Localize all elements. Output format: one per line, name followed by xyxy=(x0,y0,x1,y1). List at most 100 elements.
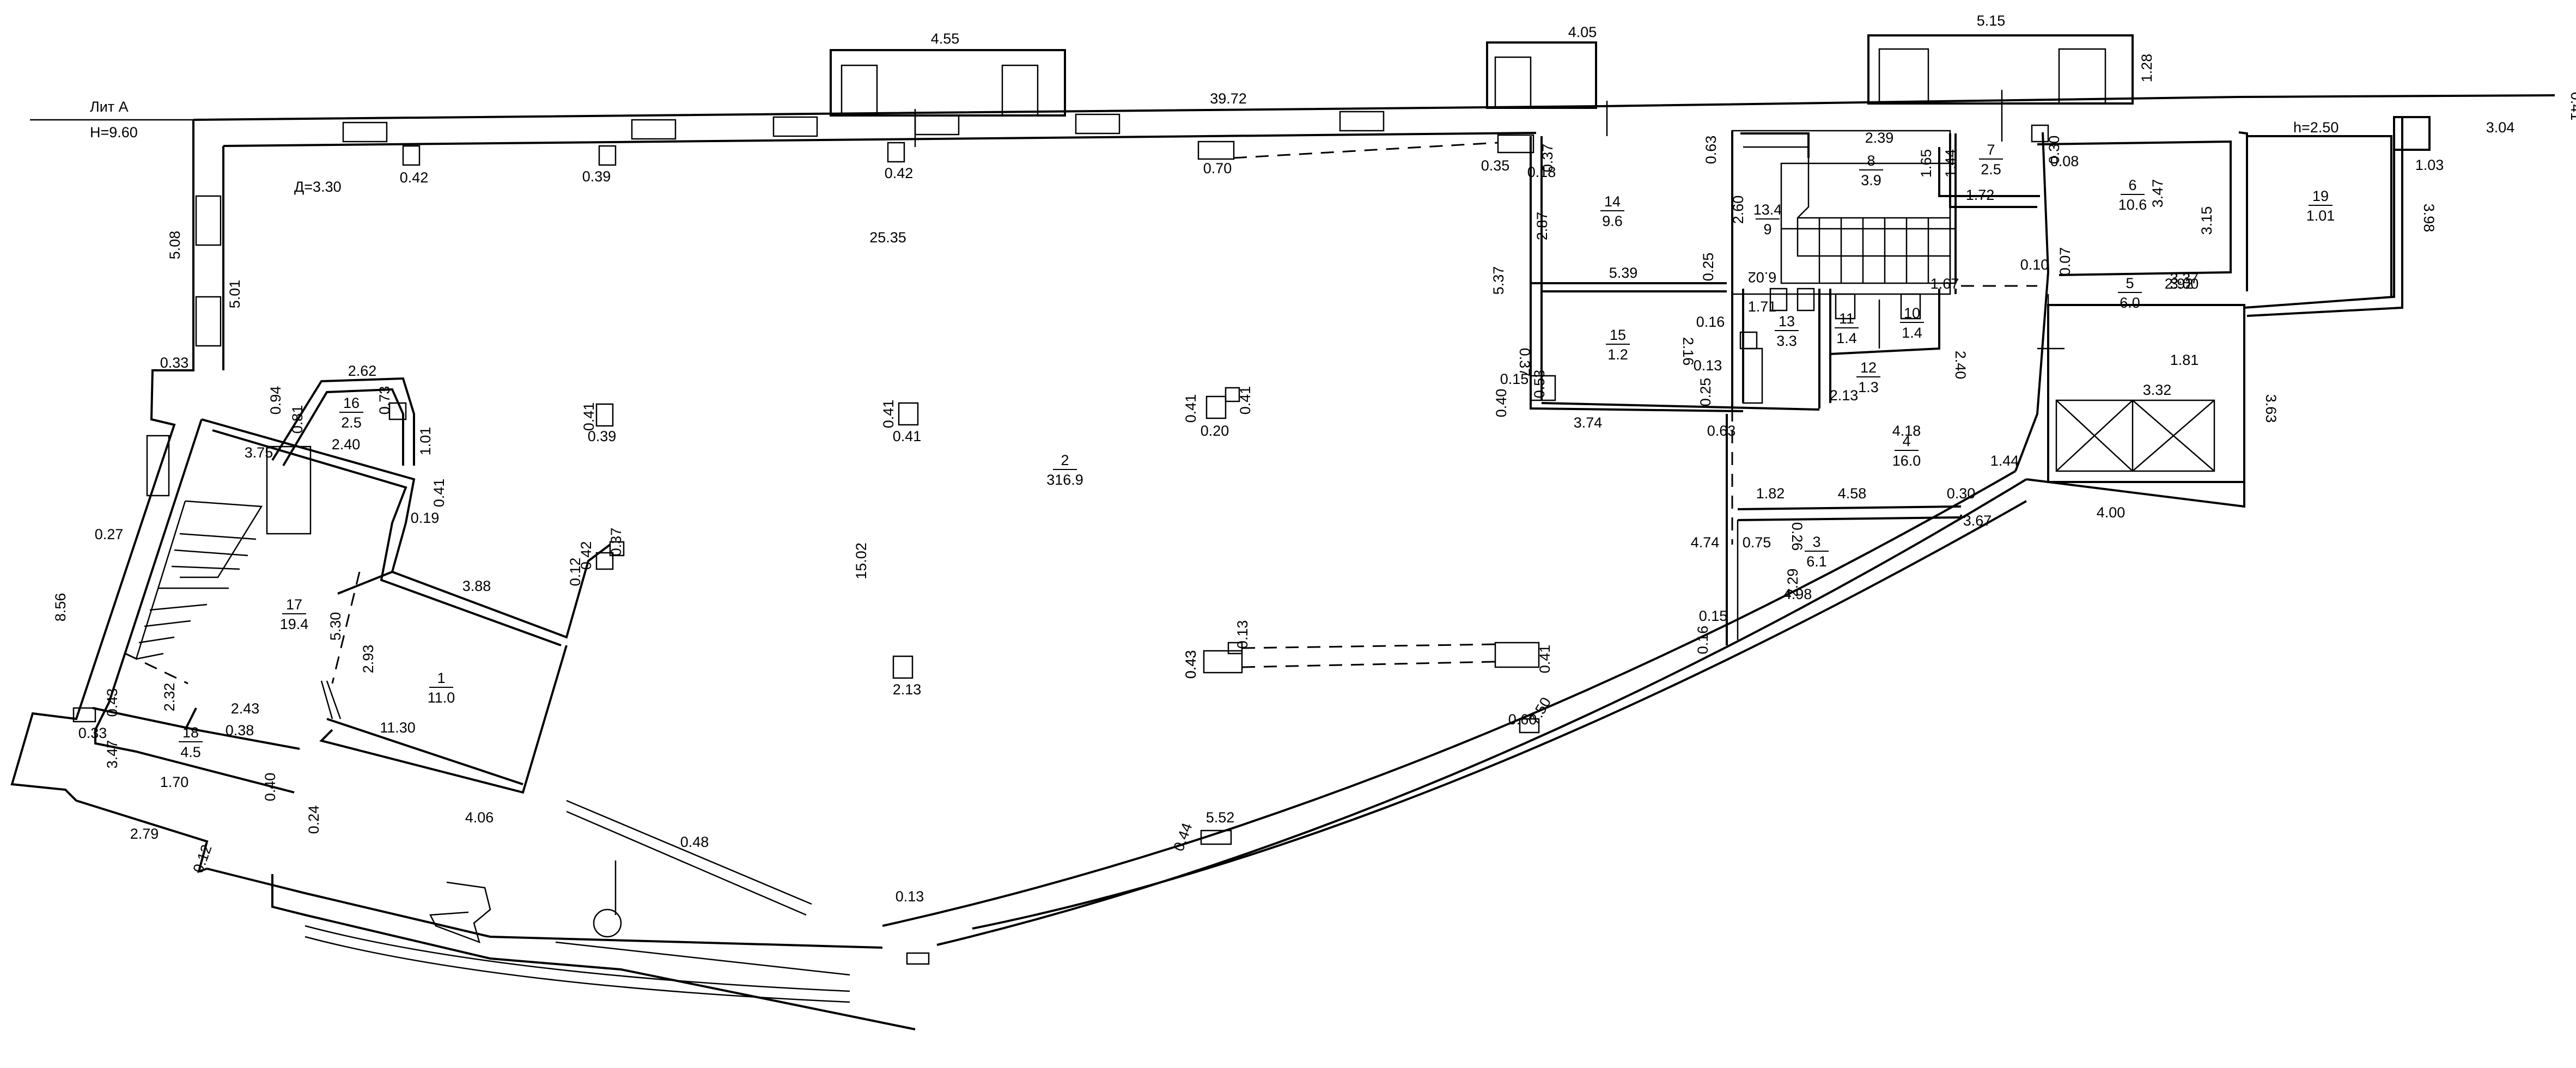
dimension-label: 0.10 xyxy=(2020,257,2049,273)
dimension-label: 0.19 xyxy=(411,510,440,526)
dimension-label: 1.81 xyxy=(2170,352,2199,368)
dimension-label: 4.00 xyxy=(2097,504,2126,521)
dimension-label: 0.26 xyxy=(1789,522,1805,551)
room-16: 162.5 xyxy=(339,395,363,431)
dimension-label: 2.29 xyxy=(1785,569,1801,597)
room-number: 4 xyxy=(1902,433,1910,449)
dimension-label: 0.13 xyxy=(1694,357,1722,374)
dimension-label: 0.94 xyxy=(267,386,284,415)
dimension-label: 0.08 xyxy=(2050,153,2079,169)
dimension-label: 4.98 xyxy=(1783,586,1812,602)
dimension-label: 2.43 xyxy=(231,700,260,717)
room-area: 316.9 xyxy=(1046,472,1083,488)
dimension-label: 2.39 xyxy=(1865,130,1894,146)
dimension-label: 3.47 xyxy=(2149,179,2166,208)
dimension-label: 0.53 xyxy=(1531,370,1548,399)
dimension-label: 4.55 xyxy=(931,30,960,47)
dimension-label: 0.60 xyxy=(1508,711,1537,728)
dimension-label: 0.41 xyxy=(893,428,922,444)
dimension-label: 2.13 xyxy=(1830,387,1859,404)
dimension-label: 0.12 xyxy=(567,558,583,587)
dimension-label: 0.16 xyxy=(1695,626,1711,655)
room-number: 5 xyxy=(2126,275,2134,291)
room-13: 133.3 xyxy=(1775,313,1799,349)
dimension-label: 4.05 xyxy=(1568,24,1597,40)
dimension-label: 0.13 xyxy=(896,888,924,905)
dimension-label: 2.62 xyxy=(348,363,377,379)
dimension-label: 0.41 xyxy=(2568,92,2576,121)
room-number: 10 xyxy=(1904,305,1920,321)
room-14: 149.6 xyxy=(1600,193,1624,229)
dimension-label: 2.40 xyxy=(1952,351,1969,380)
dimension-label: 0.41 xyxy=(431,479,447,508)
dimension-label: 5.52 xyxy=(1206,809,1235,826)
room-number: 14 xyxy=(1604,193,1621,210)
room-number: 11 xyxy=(1839,310,1854,327)
dimension-label: 15.02 xyxy=(853,542,869,579)
dimension-label: 5.08 xyxy=(167,231,183,260)
top-projections xyxy=(195,34,2431,347)
h2-label: h=2.50 xyxy=(2293,119,2339,136)
dimension-label: 2.13 xyxy=(893,681,922,698)
room-number: 16 xyxy=(343,395,360,411)
interior-walls-right xyxy=(1530,130,2392,645)
dimension-label: 3.15 xyxy=(2199,206,2215,235)
dimension-label: 1.65 xyxy=(1918,149,1934,178)
dimension-label: 0.15 xyxy=(1500,371,1529,387)
room-area: 2.5 xyxy=(1981,161,2001,178)
dimension-label: 11.30 xyxy=(380,719,416,736)
dimension-label: 2.16 xyxy=(1680,337,1696,366)
dimension-label: 2.79 xyxy=(130,826,159,842)
dimension-label: 0.40 xyxy=(262,773,278,802)
dimension-label: 0.63 xyxy=(1707,423,1736,439)
dimension-label: 0.35 xyxy=(1481,157,1510,174)
room-area: 19.4 xyxy=(280,616,309,632)
room-area: 16.0 xyxy=(1892,453,1921,469)
dimension-label: 6.02 xyxy=(1748,269,1777,285)
dimension-label: 3.00 xyxy=(2170,276,2199,292)
dimension-label: 0.20 xyxy=(1201,423,1229,439)
room-12: 121.3 xyxy=(1856,359,1880,395)
dimension-label: 5.01 xyxy=(227,280,243,309)
dimension-label: 0.15 xyxy=(1699,608,1728,624)
dimension-label: 3.75 xyxy=(245,444,273,461)
room-7: 72.5 xyxy=(1979,142,2003,178)
dimension-label: 0.44 xyxy=(1170,821,1195,853)
room-labels: 111.02316.936.1416.056.0610.672.583.9101… xyxy=(179,142,2335,760)
dimension-label: 5.15 xyxy=(1977,13,2006,29)
room-19: 191.01 xyxy=(2306,188,2335,224)
dimension-label: 2.92 xyxy=(2165,276,2194,292)
dimension-label: 0.81 xyxy=(289,405,306,434)
dimension-label: 0.24 xyxy=(306,805,322,834)
room-5: 56.0 xyxy=(2118,275,2142,311)
room-number: 17 xyxy=(286,596,302,613)
dimension-label: 1.82 xyxy=(1756,485,1785,502)
room-number: 7 xyxy=(1987,142,1995,158)
dimension-label: 0.30 xyxy=(1947,485,1976,502)
room-4: 416.0 xyxy=(1892,433,1921,469)
room-number: 13.4 xyxy=(1753,202,1782,218)
outer-walls xyxy=(10,94,2555,1030)
room-area: 6.0 xyxy=(2120,295,2140,311)
dimension-label: 1.70 xyxy=(160,774,189,790)
dimension-label: 0.37 xyxy=(1539,144,1556,173)
dimension-label: 0.43 xyxy=(104,688,120,717)
room-number: 12 xyxy=(1860,359,1877,376)
room-number: 19 xyxy=(2312,188,2329,204)
dimension-label: 0.73 xyxy=(376,386,393,415)
room-area: 3.3 xyxy=(1776,333,1797,349)
dimension-label: 0.75 xyxy=(1743,534,1771,551)
room-area: 1.4 xyxy=(1902,325,1922,341)
dimension-label: 3.63 xyxy=(2263,394,2279,423)
dimension-label: 0.39 xyxy=(582,168,611,185)
room-6: 610.6 xyxy=(2118,177,2147,213)
room-13.4: 13.49 xyxy=(1753,202,1782,237)
room-3: 36.1 xyxy=(1805,534,1829,570)
dimension-label: 0.41 xyxy=(880,400,897,429)
dimension-label: 0.13 xyxy=(1234,620,1251,649)
dimension-label: 0.40 xyxy=(1493,389,1509,418)
room-8: 83.9 xyxy=(1859,152,1883,188)
